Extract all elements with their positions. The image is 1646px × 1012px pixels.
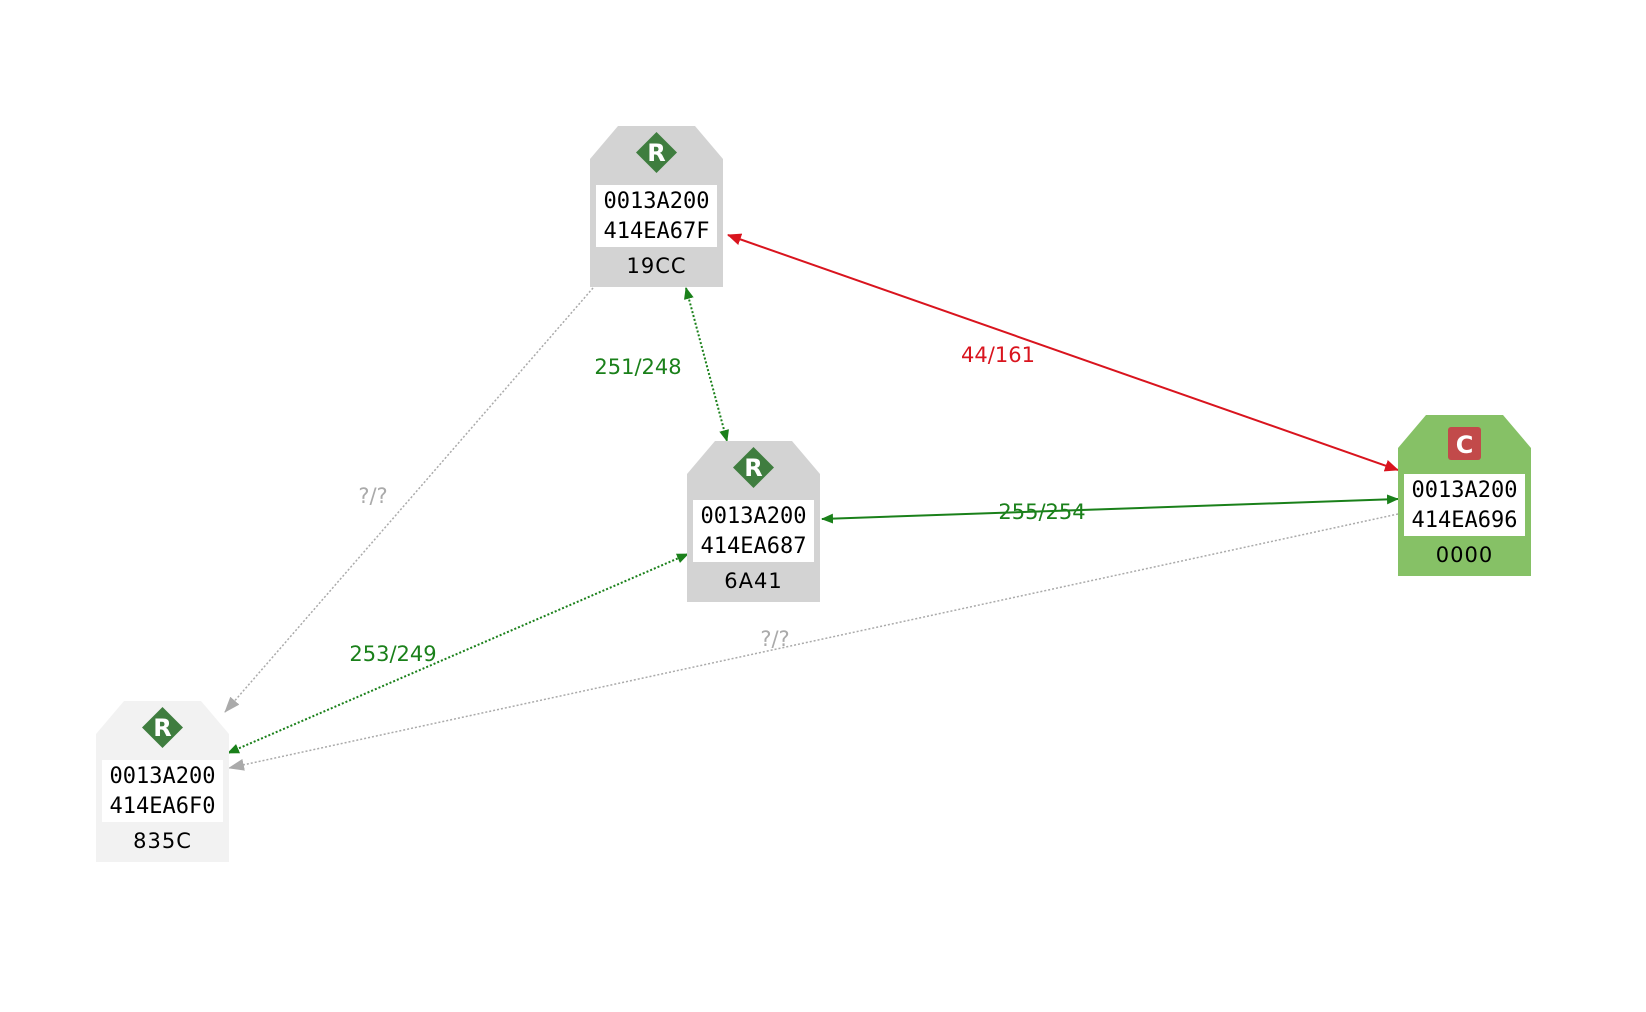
node-19CC[interactable]: R 0013A200 414EA67F 19CC bbox=[590, 126, 723, 287]
link-label: ?/? bbox=[760, 627, 789, 651]
link-line[interactable] bbox=[228, 513, 1399, 771]
link-label: 253/249 bbox=[349, 642, 436, 666]
node-835C[interactable]: R 0013A200 414EA6F0 835C bbox=[96, 701, 229, 862]
address-high: 0013A200 bbox=[701, 504, 807, 529]
address-box bbox=[102, 760, 223, 822]
address-low: 414EA6F0 bbox=[110, 794, 216, 819]
svg-text:R: R bbox=[153, 714, 171, 742]
link-label: 251/248 bbox=[594, 355, 681, 379]
node-6A41[interactable]: R 0013A200 414EA687 6A41 bbox=[687, 441, 820, 602]
link-line[interactable] bbox=[727, 233, 1399, 472]
address-high: 0013A200 bbox=[604, 189, 710, 214]
link-label: 44/161 bbox=[961, 343, 1035, 367]
short-address: 835C bbox=[133, 829, 192, 853]
address-low: 414EA687 bbox=[701, 534, 807, 559]
link-0000-835C[interactable]: ?/? bbox=[228, 513, 1399, 771]
address-box bbox=[1404, 474, 1525, 536]
link-label: 255/254 bbox=[998, 500, 1085, 524]
link-6A41-0000[interactable]: 255/254 bbox=[821, 494, 1399, 524]
link-line[interactable] bbox=[821, 494, 1399, 524]
link-label: ?/? bbox=[358, 484, 387, 508]
address-low: 414EA696 bbox=[1412, 508, 1518, 533]
links-layer: 44/161 251/248 255/254 253/249 ?/? ?/? bbox=[224, 233, 1399, 771]
link-19CC-835C[interactable]: ?/? bbox=[224, 287, 594, 713]
link-19CC-6A41[interactable]: 251/248 bbox=[594, 287, 729, 442]
nodes-layer: R 0013A200 414EA67F 19CC R 0013A200 414E… bbox=[96, 126, 1531, 862]
node-0000[interactable]: C 0013A200 414EA696 0000 bbox=[1398, 415, 1531, 576]
short-address: 0000 bbox=[1436, 543, 1493, 567]
link-835C-6A41[interactable]: 253/249 bbox=[227, 553, 689, 754]
link-19CC-0000[interactable]: 44/161 bbox=[727, 233, 1399, 472]
short-address: 19CC bbox=[626, 254, 686, 278]
address-high: 0013A200 bbox=[1412, 478, 1518, 503]
link-line[interactable] bbox=[684, 287, 729, 442]
address-high: 0013A200 bbox=[110, 764, 216, 789]
link-line[interactable] bbox=[227, 553, 689, 754]
svg-text:R: R bbox=[744, 454, 762, 482]
address-low: 414EA67F bbox=[604, 219, 710, 244]
link-line[interactable] bbox=[224, 287, 594, 713]
short-address: 6A41 bbox=[724, 569, 782, 593]
svg-text:C: C bbox=[1456, 431, 1474, 459]
address-box bbox=[693, 500, 814, 562]
address-box bbox=[596, 185, 717, 247]
svg-text:R: R bbox=[647, 139, 665, 167]
coordinator-square-icon: C bbox=[1448, 427, 1481, 460]
